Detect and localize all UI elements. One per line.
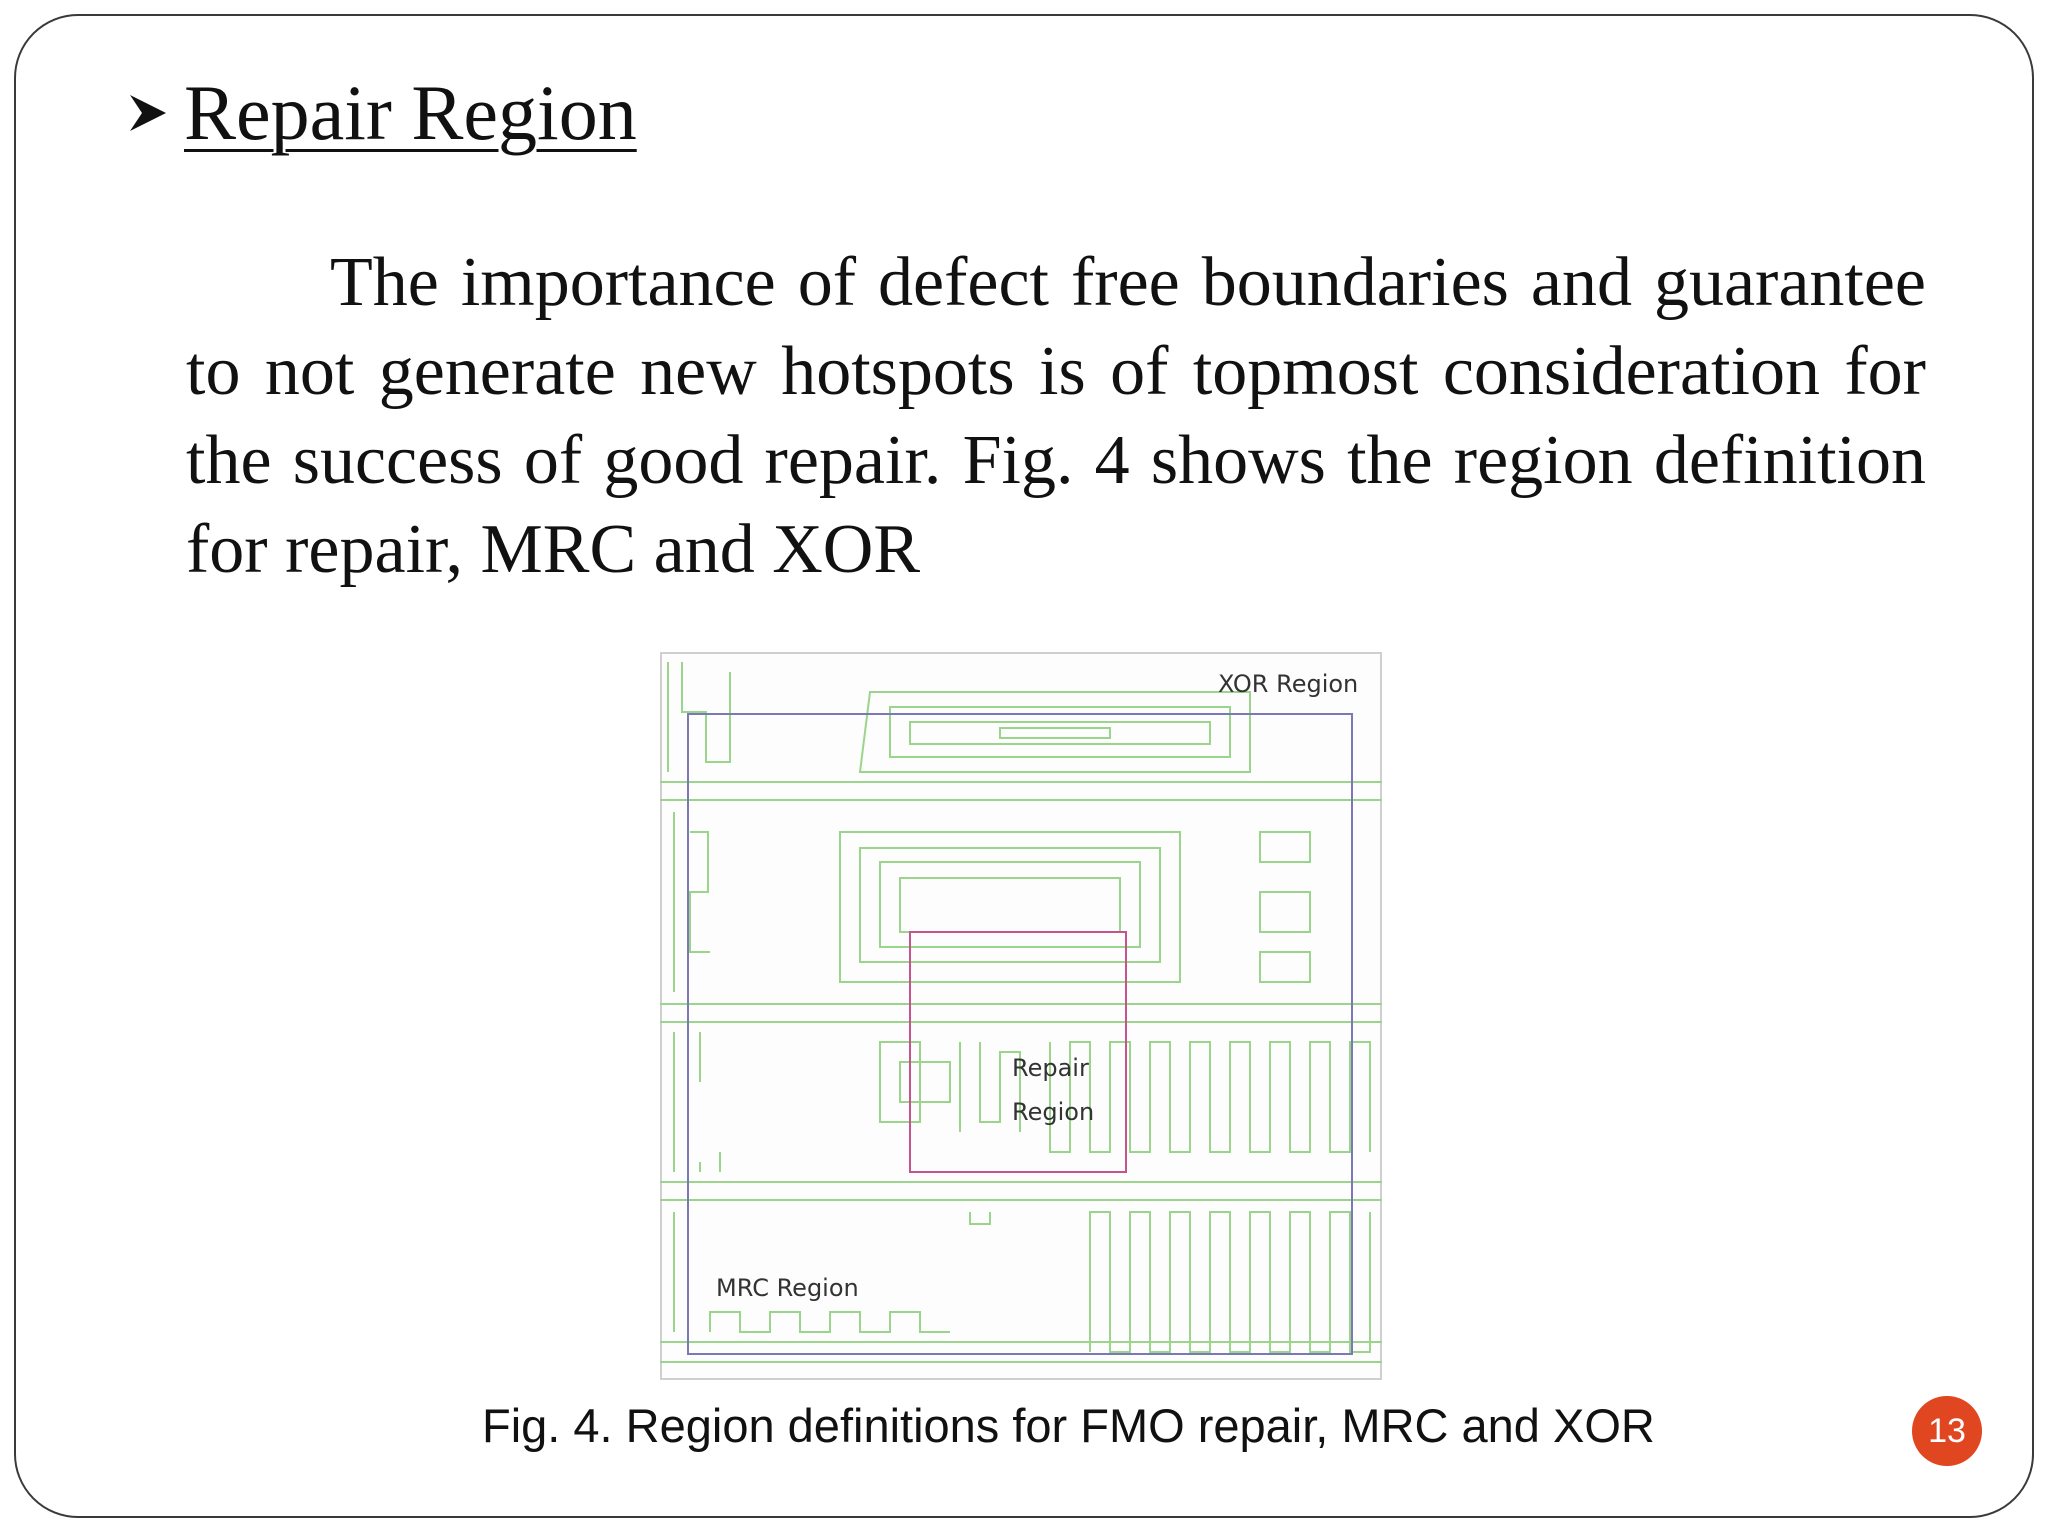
repair-region-label-line2: Region bbox=[1012, 1098, 1094, 1126]
body-paragraph: The importance of defect free boundaries… bbox=[186, 244, 1926, 588]
page-number-badge: 13 bbox=[1912, 1396, 1982, 1466]
xor-region-label: XOR Region bbox=[1218, 670, 1358, 698]
arrowhead-bullet-icon bbox=[130, 95, 166, 131]
slide-heading: Repair Region bbox=[126, 68, 637, 158]
repair-region-outline bbox=[909, 931, 1127, 1173]
figure-caption: Fig. 4. Region definitions for FMO repai… bbox=[482, 1399, 1655, 1452]
region-figure: XOR Region Repair Region MRC Region bbox=[660, 652, 1382, 1380]
layout-diagram: XOR Region Repair Region MRC Region bbox=[660, 652, 1382, 1380]
mrc-region-label: MRC Region bbox=[716, 1274, 859, 1302]
layout-traces bbox=[660, 662, 1382, 1363]
xor-region-outline bbox=[687, 713, 1353, 1355]
repair-region-label-line1: Repair bbox=[1012, 1054, 1089, 1082]
heading-title: Repair Region bbox=[184, 69, 637, 156]
